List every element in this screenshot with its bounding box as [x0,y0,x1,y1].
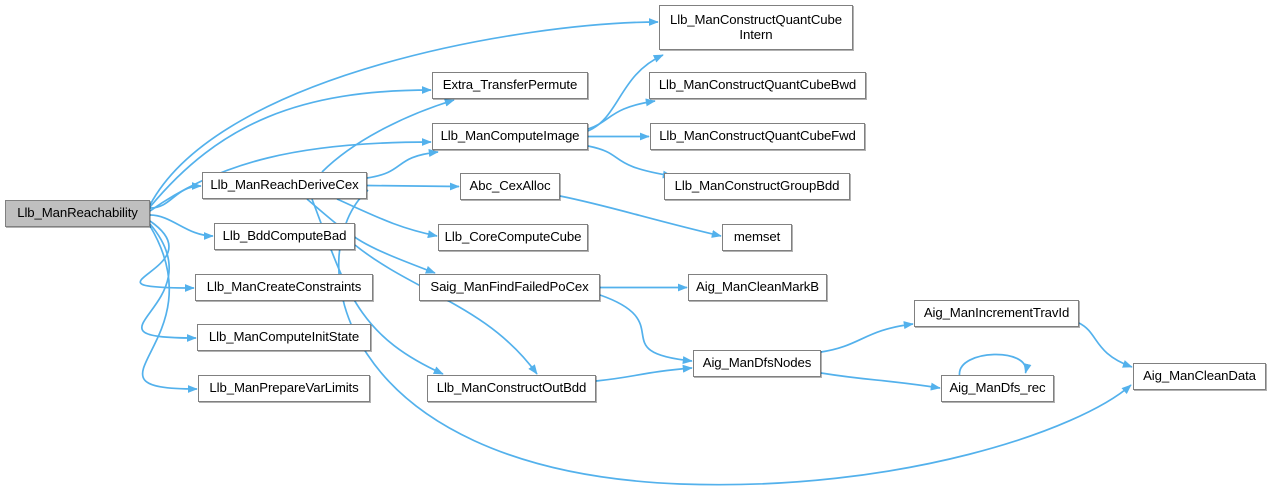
graph-node-label: Llb_ManConstructOutBdd [436,380,587,396]
graph-node-qcbwd[interactable]: Llb_ManConstructQuantCubeBwd [649,72,866,99]
graph-node-label: Llb_CoreComputeCube [444,229,582,245]
graph-node-initstate[interactable]: Llb_ManComputeInitState [197,324,371,351]
graph-node-root[interactable]: Llb_ManReachability [5,200,150,227]
graph-edge-root-to-bddbad [149,214,214,240]
graph-node-varlimits[interactable]: Llb_ManPrepareVarLimits [198,375,370,402]
graph-edge-derivecex-to-computeimg [366,149,439,179]
graph-edge-root-to-varlimits [141,225,198,393]
graph-node-label: Saig_ManFindFailedPoCex [430,279,589,295]
graph-node-label: Abc_CexAlloc [469,178,551,194]
graph-node-label: Llb_ManConstructGroupBdd [674,178,840,194]
graph-node-outbdd[interactable]: Llb_ManConstructOutBdd [427,375,596,402]
graph-edge-dfsnodes-to-dfsrec [820,372,941,391]
graph-node-computeimg[interactable]: Llb_ManComputeImage [432,123,588,150]
graph-node-label: Aig_ManDfsNodes [702,355,812,371]
graph-node-label: Extra_TransferPermute [442,77,578,93]
graph-edge-incrtrav-to-cleandata [1078,322,1133,368]
graph-node-transfer[interactable]: Extra_TransferPermute [432,72,588,99]
graph-node-cleanmarkb[interactable]: Aig_ManCleanMarkB [688,274,827,301]
graph-node-label: Aig_ManIncrementTravId [923,305,1070,321]
graph-node-label: Aig_ManDfs_rec [949,380,1046,396]
graph-node-cexalloc[interactable]: Abc_CexAlloc [460,173,560,200]
graph-node-failedpo[interactable]: Saig_ManFindFailedPoCex [419,274,600,301]
graph-node-incrtrav[interactable]: Aig_ManIncrementTravId [914,300,1079,327]
graph-node-label: Llb_BddComputeBad [222,228,347,244]
graph-node-dfsrec[interactable]: Aig_ManDfs_rec [941,375,1054,402]
graph-edge-bddbad-to-outbdd [354,244,538,375]
graph-node-qcfwd[interactable]: Llb_ManConstructQuantCubeFwd [650,123,865,150]
graph-node-dfsnodes[interactable]: Aig_ManDfsNodes [693,350,821,377]
graph-edge-failedpo-to-dfsnodes [599,294,693,365]
graph-node-label: Llb_ManReachability [17,205,138,221]
graph-edge-root-to-derivecex [149,182,202,209]
graph-node-memset[interactable]: memset [722,224,792,251]
graph-edge-root-to-qcintern [149,18,659,206]
graph-edge-derivecex-to-corecube [336,198,438,239]
graph-edge-root-to-constraints [139,220,195,292]
graph-edge-derivecex-to-transfer [321,98,455,173]
graph-node-label: Llb_ManReachDeriveCex [210,177,359,193]
graph-node-derivecex[interactable]: Llb_ManReachDeriveCex [202,172,367,199]
graph-node-bddbad[interactable]: Llb_BddComputeBad [214,223,355,250]
graph-node-constraints[interactable]: Llb_ManCreateConstraints [195,274,373,301]
graph-edge-cexalloc-to-memset [559,195,722,238]
graph-node-corecube[interactable]: Llb_CoreComputeCube [438,224,588,251]
graph-edge-dfsnodes-to-incrtrav [820,321,914,353]
graph-edge-derivecex-to-failedpo [306,198,436,274]
graph-node-label: Aig_ManCleanMarkB [696,279,819,295]
graph-edge-computeimg-to-qcbwd [587,98,656,130]
graph-node-label: memset [733,229,781,245]
graph-edge-derivecex-to-cexalloc [366,182,460,191]
graph-node-qcintern[interactable]: Llb_ManConstructQuantCube Intern [659,5,853,50]
graph-node-groupbdd[interactable]: Llb_ManConstructGroupBdd [664,173,850,200]
graph-node-label: Llb_ManComputeInitState [208,329,360,345]
graph-node-label: Llb_ManComputeImage [440,128,580,144]
graph-node-label: Llb_ManPrepareVarLimits [209,380,359,396]
graph-edge-computeimg-to-groupbdd [587,145,673,179]
graph-node-label: Llb_ManConstructQuantCubeBwd [658,77,857,93]
graph-edge-dfsrec-to-dfsrec [958,353,1032,376]
graph-node-label: Llb_ManCreateConstraints [206,279,362,295]
graph-node-label: Llb_ManConstructQuantCube Intern [670,11,842,42]
graph-node-label: Llb_ManConstructQuantCubeFwd [659,128,856,144]
graph-edge-outbdd-to-dfsnodes [595,364,693,382]
graph-node-cleandata[interactable]: Aig_ManCleanData [1133,363,1266,390]
graph-edge-root-to-transfer [149,86,432,208]
graph-node-label: Aig_ManCleanData [1143,368,1256,384]
